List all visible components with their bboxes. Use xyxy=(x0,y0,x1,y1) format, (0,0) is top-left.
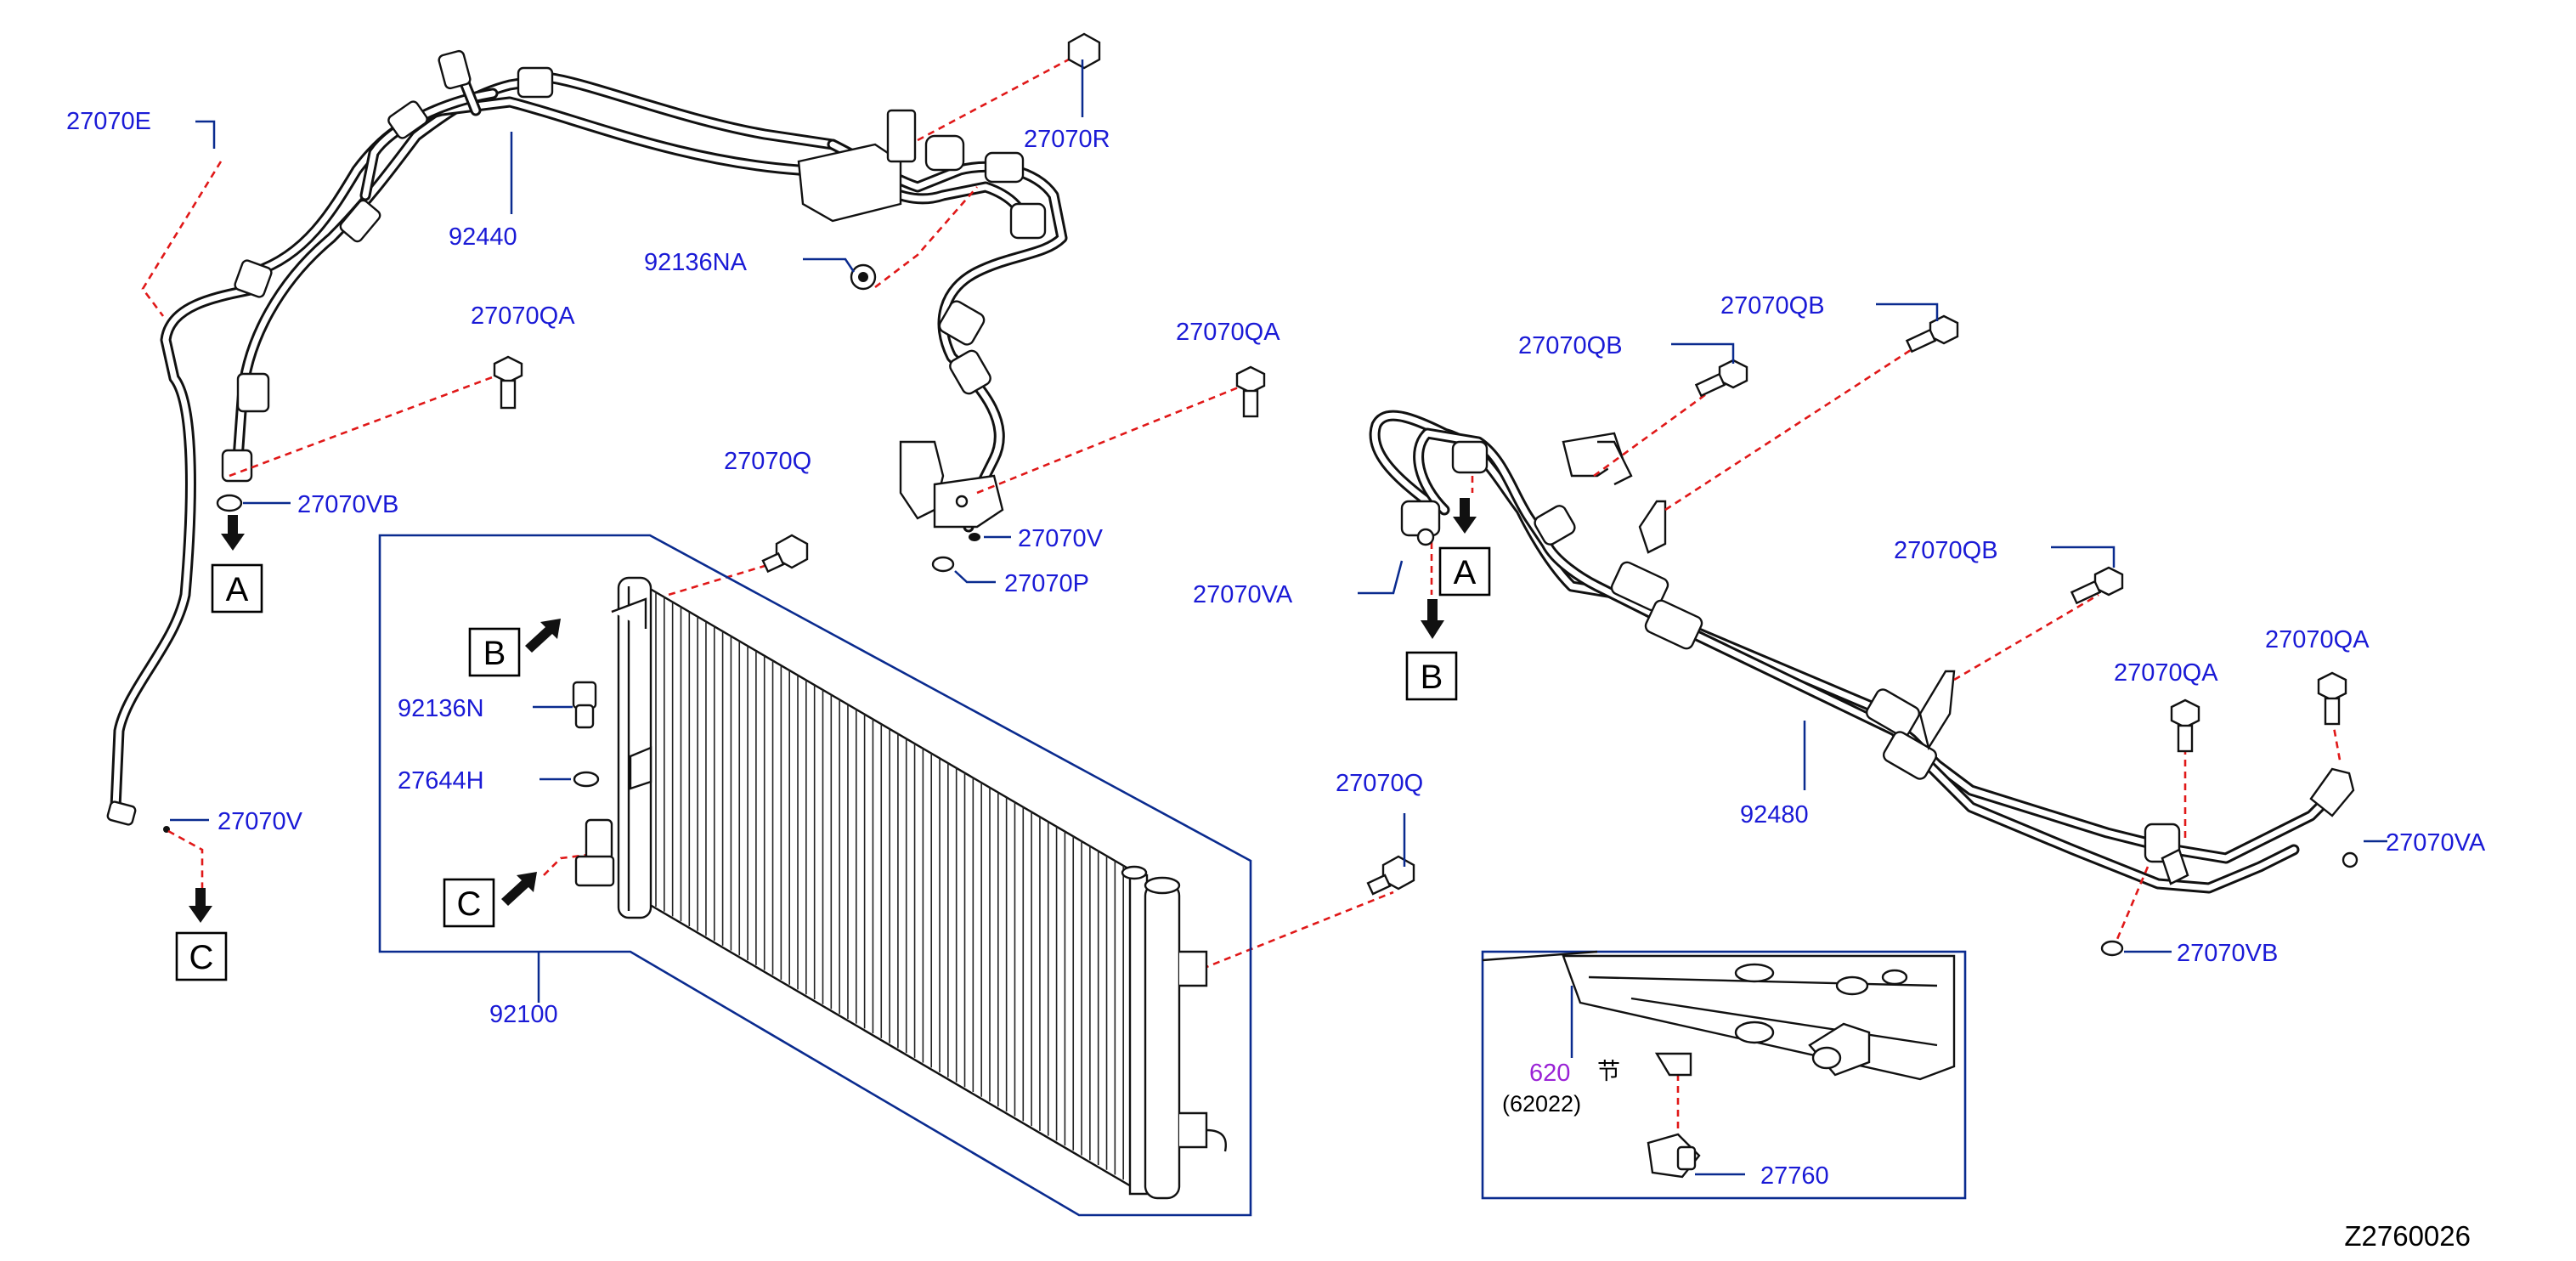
label-27644H: 27644H xyxy=(398,767,484,794)
bolt-27070QB-2-icon xyxy=(1905,314,1959,353)
callout-markers: A C B C A B xyxy=(175,498,1491,981)
left-liquid-pipe xyxy=(106,283,261,833)
label-27070QA-top: 27070QA xyxy=(471,303,575,330)
oring-27644H-icon xyxy=(573,771,600,788)
label-62022: (62022) xyxy=(1502,1091,1581,1117)
sensor-27760-icon xyxy=(1647,1133,1701,1179)
callout-A-right: A xyxy=(1454,554,1477,591)
bolt-27070QB-3-icon xyxy=(2070,566,2124,605)
arrow-down-to-A-right-icon xyxy=(1453,498,1477,534)
bolt-27070Q-right-icon xyxy=(1366,855,1415,896)
fasteners-right xyxy=(1416,314,2359,957)
label-27070VA-left: 27070VA xyxy=(1193,581,1293,608)
leader-lines xyxy=(170,59,2387,1176)
callout-C-condenser: C xyxy=(457,885,482,923)
bolt-27070QA-r2-icon xyxy=(2317,671,2347,726)
bolt-27070QA-r1-icon xyxy=(2170,698,2200,753)
label-27760: 27760 xyxy=(1760,1162,1829,1190)
label-92136NA: 92136NA xyxy=(644,249,748,276)
label-27070VB-left: 27070VB xyxy=(297,491,398,518)
dashed-leaders-right xyxy=(1430,334,2342,1143)
callout-box-C-left xyxy=(175,931,228,981)
oring-27070P-icon xyxy=(931,556,955,573)
label-27070VB-right: 27070VB xyxy=(2177,940,2278,967)
label-27070QA-r1: 27070QA xyxy=(2114,659,2218,687)
fasteners-left xyxy=(216,32,1415,896)
label-27070VA-right: 27070VA xyxy=(2386,829,2486,857)
label-27070QA-mid: 27070QA xyxy=(1176,319,1280,346)
oring-27070VB-left-icon xyxy=(216,494,243,512)
callout-box-B-condenser xyxy=(468,627,521,677)
label-27070V-left: 27070V xyxy=(217,808,303,835)
arrow-down-to-C-left-icon xyxy=(189,888,212,923)
sensor-92136N-icon xyxy=(572,681,597,729)
callout-A-left: A xyxy=(226,571,249,608)
condenser-fins xyxy=(655,592,1133,1185)
callout-box-A-left xyxy=(211,563,263,614)
label-27070QB-1: 27070QB xyxy=(1518,332,1623,359)
bolt-27070QB-1-icon xyxy=(1694,359,1748,398)
oring-27070V-mid-icon xyxy=(969,533,980,541)
section-symbol: 节 xyxy=(1597,1059,1620,1084)
part-labels: 27070E 92440 27070R 92136NA 27070QA 2707… xyxy=(66,108,2486,1252)
label-27070R: 27070R xyxy=(1024,126,1110,153)
callout-box-B-right xyxy=(1405,651,1458,701)
inset-sensor-detail xyxy=(1481,950,1967,1200)
sensor-92136NA-icon xyxy=(850,263,877,291)
hose-assembly-92440 xyxy=(221,49,1068,533)
arrow-C-condenser-icon xyxy=(501,872,537,906)
label-27070QA-r2: 27070QA xyxy=(2265,626,2370,653)
callout-B-right: B xyxy=(1421,659,1443,696)
callout-B-condenser: B xyxy=(483,635,506,672)
oring-27070VA-right-icon xyxy=(2342,851,2359,868)
label-620: 620 xyxy=(1529,1060,1570,1087)
label-92480: 92480 xyxy=(1740,801,1809,828)
callout-C-left: C xyxy=(189,939,214,976)
oring-27070VB-right-icon xyxy=(2100,940,2124,957)
bolt-27070QA-mid-icon xyxy=(1235,365,1266,418)
label-27070P: 27070P xyxy=(1004,570,1089,597)
label-92136N: 92136N xyxy=(398,695,484,722)
label-27070QB-3: 27070QB xyxy=(1894,537,1998,564)
sensor-bracket-icon xyxy=(574,818,615,887)
arrow-down-to-A-left-icon xyxy=(221,515,245,551)
oring-27070VA-left-icon xyxy=(1416,528,1435,546)
condenser-92100 xyxy=(378,534,1252,1217)
label-27070Q-top: 27070Q xyxy=(724,448,811,475)
callout-box-C-condenser xyxy=(443,878,495,928)
arrow-down-to-B-right-icon xyxy=(1421,599,1444,639)
label-27070Q-right: 27070Q xyxy=(1336,770,1423,797)
pipe-assembly-92480 xyxy=(1369,410,2355,894)
bolt-27070QA-top-icon xyxy=(493,355,523,410)
arrow-B-condenser-icon xyxy=(525,619,561,653)
label-92100: 92100 xyxy=(489,1001,558,1028)
label-92440: 92440 xyxy=(449,223,517,251)
label-27070V-mid: 27070V xyxy=(1018,525,1104,552)
diagram-id: Z2760026 xyxy=(2344,1220,2471,1252)
callout-box-A-right xyxy=(1438,546,1491,597)
bolt-27070R-icon xyxy=(1067,32,1101,70)
label-27070QB-2: 27070QB xyxy=(1720,292,1825,319)
label-27070E: 27070E xyxy=(66,108,151,135)
bolt-27070Q-top-icon xyxy=(761,534,809,574)
